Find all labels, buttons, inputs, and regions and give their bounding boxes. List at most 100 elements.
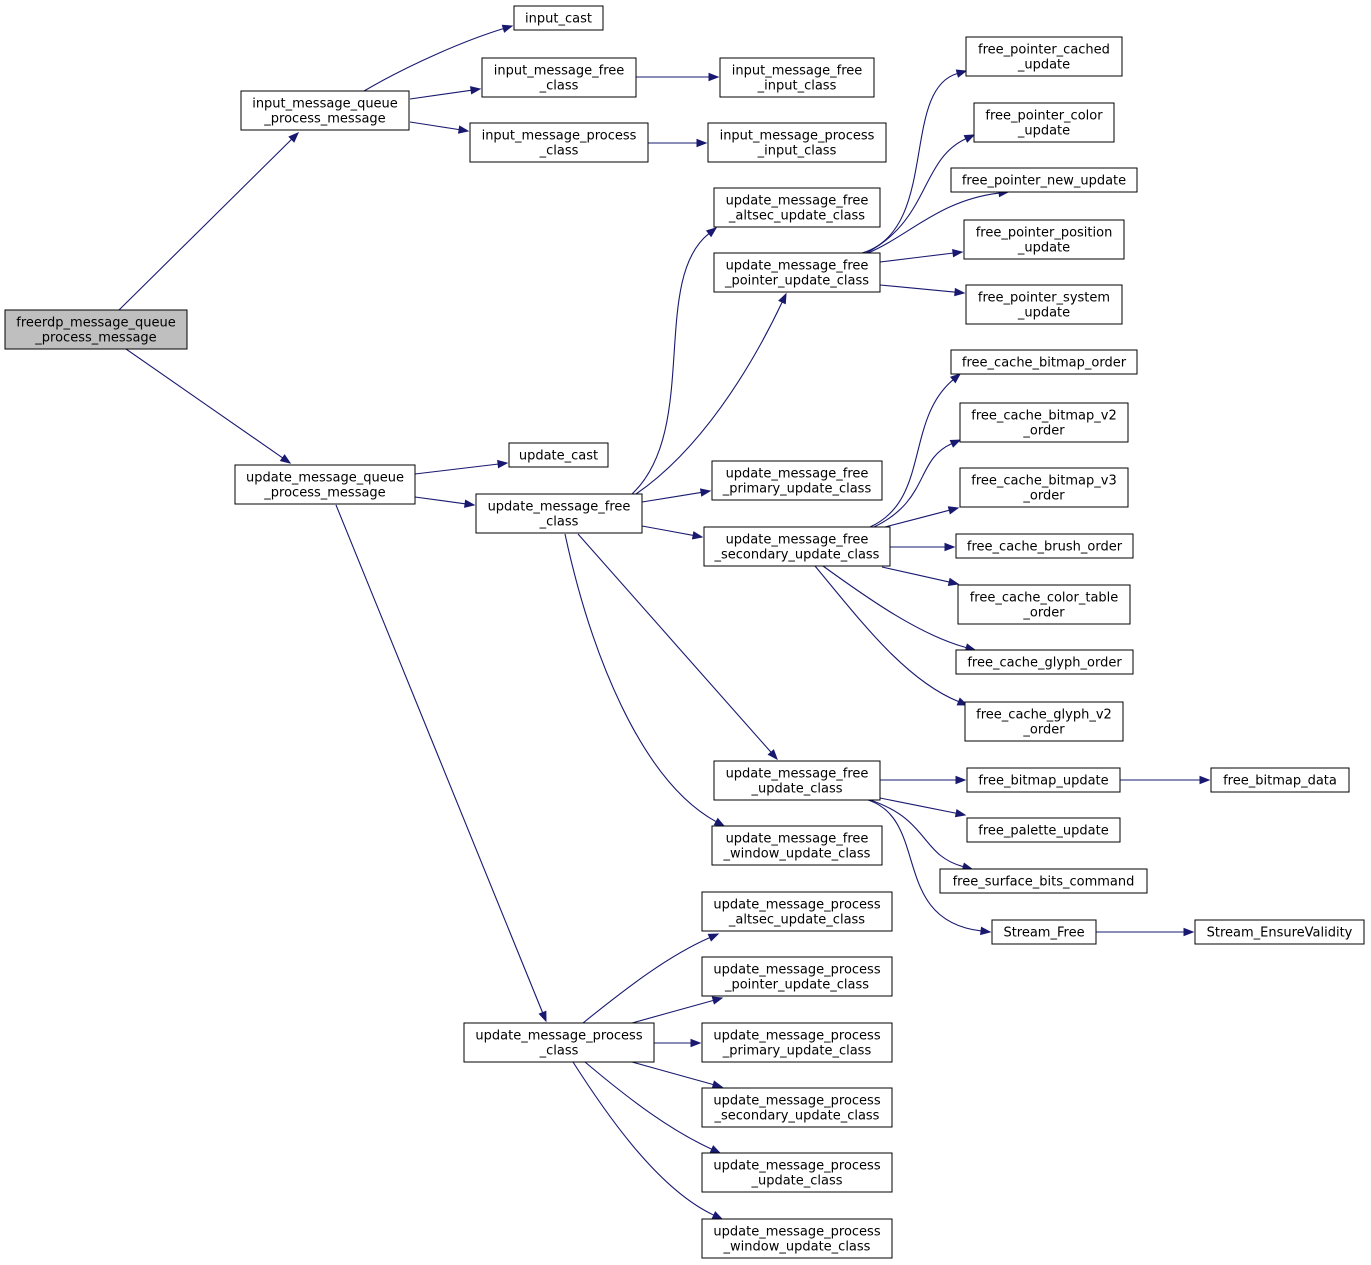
- node-fbd[interactable]: free_bitmap_data: [1210, 767, 1350, 793]
- node-umfuc[interactable]: update_message_free_update_class: [713, 760, 881, 801]
- node-sev[interactable]: Stream_EnsureValidity: [1194, 919, 1365, 945]
- node-impic[interactable]: input_message_process_input_class: [707, 122, 887, 163]
- arrowhead: [944, 542, 956, 552]
- node-umppuc[interactable]: update_message_process_pointer_update_cl…: [701, 956, 893, 997]
- node-label: input_message_free: [732, 64, 863, 79]
- node-umppruc[interactable]: update_message_process_primary_update_cl…: [701, 1022, 893, 1063]
- node-umpuc[interactable]: update_message_process_update_class: [701, 1152, 893, 1193]
- edge-impc-to-impic: [647, 138, 708, 148]
- node-imfc[interactable]: input_message_free_class: [481, 57, 637, 98]
- node-label: _update_class: [750, 782, 842, 797]
- node-umpc[interactable]: update_message_process_class: [463, 1022, 655, 1063]
- node-sfree[interactable]: Stream_Free: [991, 919, 1097, 945]
- node-umfc[interactable]: update_message_free_class: [475, 493, 643, 534]
- node-label: _input_class: [757, 79, 837, 94]
- node-fcgv2[interactable]: free_cache_glyph_v2_order: [964, 701, 1124, 742]
- node-root[interactable]: freerdp_message_queue_process_message: [4, 309, 188, 350]
- node-box: [475, 493, 643, 534]
- edge-umfuc-to-fpalu: [879, 797, 967, 818]
- arrowhead: [947, 506, 960, 515]
- node-label: update_message_free: [726, 767, 869, 782]
- node-box: [703, 526, 891, 567]
- arrowhead: [778, 292, 787, 305]
- edge-line: [363, 28, 504, 92]
- node-label: _primary_update_class: [722, 482, 872, 497]
- edge-line: [572, 1061, 715, 1216]
- node-fccto[interactable]: free_cache_color_table_order: [957, 584, 1131, 625]
- node-umpwuc[interactable]: update_message_process_window_update_cla…: [701, 1218, 893, 1259]
- node-fcbv2[interactable]: free_cache_bitmap_v2_order: [959, 402, 1129, 443]
- node-umpauc[interactable]: update_message_process_altsec_update_cla…: [701, 891, 893, 932]
- node-label: free_pointer_new_update: [962, 174, 1126, 189]
- arrowhead: [949, 373, 962, 384]
- node-fppu[interactable]: free_pointer_position_update: [963, 219, 1125, 260]
- node-imfic[interactable]: input_message_free_input_class: [719, 57, 875, 98]
- node-fbu[interactable]: free_bitmap_update: [966, 767, 1121, 793]
- node-label: free_cache_color_table: [970, 591, 1119, 606]
- arrowhead: [469, 86, 482, 95]
- node-fpalu[interactable]: free_palette_update: [966, 817, 1121, 843]
- edge-line: [631, 1061, 714, 1086]
- arrowhead: [538, 1010, 547, 1023]
- arrowhead: [464, 499, 476, 508]
- node-label: free_cache_bitmap_order: [962, 356, 1127, 371]
- node-input_cast[interactable]: input_cast: [513, 5, 604, 31]
- edge-umfpuc-to-fppu: [879, 248, 964, 263]
- node-umfauc[interactable]: update_message_free_altsec_update_class: [713, 187, 881, 228]
- node-box: [4, 309, 188, 350]
- node-fpcu[interactable]: free_pointer_cached_update: [965, 36, 1123, 77]
- node-fcbv3[interactable]: free_cache_bitmap_v3_order: [959, 467, 1129, 508]
- edge-line: [409, 89, 472, 100]
- node-label: free_bitmap_data: [1223, 774, 1337, 789]
- arrowhead: [708, 72, 720, 82]
- edge-line: [884, 509, 951, 528]
- node-label: update_message_process: [713, 1159, 880, 1174]
- arrowhead: [954, 808, 967, 818]
- node-umfsuc[interactable]: update_message_free_secondary_update_cla…: [703, 526, 891, 567]
- node-umfpruc[interactable]: update_message_free_primary_update_class: [711, 460, 883, 501]
- node-label: update_message_free: [726, 467, 869, 482]
- arrowhead: [501, 24, 514, 33]
- edge-root-to-imqpm: [118, 132, 299, 311]
- arrowhead: [711, 1080, 724, 1089]
- arrowhead: [288, 132, 299, 143]
- node-label: input_cast: [525, 12, 592, 27]
- node-fpsu[interactable]: free_pointer_system_update: [965, 284, 1123, 325]
- node-impc[interactable]: input_message_process_class: [469, 122, 649, 163]
- node-umpsuc[interactable]: update_message_process_secondary_update_…: [701, 1087, 893, 1128]
- node-update_cast[interactable]: update_cast: [508, 442, 609, 468]
- node-box: [513, 5, 604, 31]
- node-fcbro[interactable]: free_cache_brush_order: [955, 533, 1134, 559]
- node-box: [711, 460, 883, 501]
- node-label: input_message_process: [720, 129, 875, 144]
- node-label: _process_message: [263, 486, 385, 501]
- edge-line: [865, 138, 967, 254]
- arrowhead: [691, 531, 704, 540]
- node-fpnu[interactable]: free_pointer_new_update: [950, 167, 1138, 193]
- node-umfpuc[interactable]: update_message_free_pointer_update_class: [713, 252, 881, 293]
- edge-umfc-to-umfauc: [631, 227, 718, 495]
- node-label: _primary_update_class: [722, 1044, 872, 1059]
- node-label: free_pointer_color: [985, 109, 1103, 124]
- node-fsbc[interactable]: free_surface_bits_command: [939, 868, 1148, 894]
- node-fcgo[interactable]: free_cache_glyph_order: [955, 649, 1134, 675]
- edge-umpc-to-umpsuc: [631, 1061, 724, 1089]
- node-umqpm[interactable]: update_message_queue_process_message: [234, 464, 416, 505]
- edge-line: [631, 999, 714, 1024]
- edge-line: [879, 252, 954, 263]
- node-box: [701, 1218, 893, 1259]
- node-imqpm[interactable]: input_message_queue_process_message: [240, 90, 410, 131]
- edges-layer: [118, 24, 1211, 1220]
- node-box: [701, 956, 893, 997]
- edge-line: [881, 566, 951, 583]
- arrowhead: [696, 138, 708, 148]
- node-fpcolu[interactable]: free_pointer_color_update: [973, 102, 1115, 143]
- node-label: freerdp_message_queue: [16, 316, 175, 331]
- node-box: [469, 122, 649, 163]
- node-label: _class: [539, 79, 579, 94]
- node-fcbo[interactable]: free_cache_bitmap_order: [950, 349, 1138, 375]
- edge-line: [861, 72, 958, 254]
- edge-line: [867, 192, 1000, 254]
- arrowhead: [457, 125, 470, 134]
- node-umfwuc[interactable]: update_message_free_window_update_class: [711, 825, 883, 866]
